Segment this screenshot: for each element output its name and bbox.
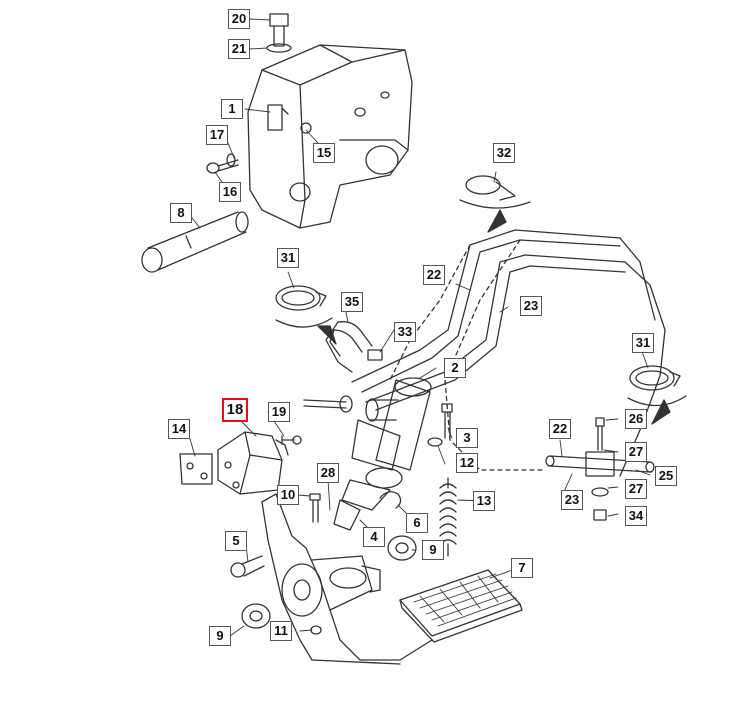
callout-13[interactable]: 13: [473, 491, 495, 511]
callout-6[interactable]: 6: [406, 513, 428, 533]
callout-21[interactable]: 21: [228, 39, 250, 59]
callout-8[interactable]: 8: [170, 203, 192, 223]
bolt-5-drawing: [230, 555, 265, 578]
callout-26[interactable]: 26: [625, 409, 647, 429]
bracket-14-drawing: [179, 453, 213, 485]
spring-13-drawing: [439, 477, 457, 557]
callout-27-lower[interactable]: 27: [625, 479, 647, 499]
callout-34[interactable]: 34: [625, 506, 647, 526]
callout-10[interactable]: 10: [277, 485, 299, 505]
pedal-arm-drawing: [261, 493, 433, 665]
shaft-8-drawing: [141, 211, 249, 273]
clip-6-drawing: [379, 491, 402, 509]
callout-17[interactable]: 17: [206, 125, 228, 145]
screw-19-drawing: [281, 435, 302, 445]
nut-11-drawing: [310, 625, 322, 635]
leader-lines: [189, 18, 651, 637]
callout-22-upper[interactable]: 22: [423, 265, 445, 285]
callout-11[interactable]: 11: [270, 621, 292, 641]
callout-22-lower[interactable]: 22: [549, 419, 571, 439]
callout-19[interactable]: 19: [268, 402, 290, 422]
callout-23-upper[interactable]: 23: [520, 296, 542, 316]
callout-18-highlighted[interactable]: 18: [222, 398, 248, 422]
callout-2[interactable]: 2: [444, 358, 466, 378]
callout-33[interactable]: 33: [394, 322, 416, 342]
master-cylinder-drawing: [303, 377, 432, 531]
callout-1[interactable]: 1: [221, 99, 243, 119]
pedal-pad-drawing: [399, 569, 523, 643]
pedal-bracket-drawing: [247, 44, 413, 229]
bolt-20-drawing: [266, 13, 292, 53]
callout-27-upper[interactable]: 27: [625, 442, 647, 462]
callout-15[interactable]: 15: [313, 143, 335, 163]
callout-31-right[interactable]: 31: [632, 333, 654, 353]
callout-3[interactable]: 3: [456, 428, 478, 448]
callout-7[interactable]: 7: [511, 558, 533, 578]
pipes-drawing: [351, 229, 666, 477]
hose-clamp-32-drawing: [459, 175, 531, 233]
callout-14[interactable]: 14: [168, 419, 190, 439]
bolt-10-drawing: [309, 493, 321, 523]
hose-clamp-31-right-drawing: [627, 365, 687, 425]
callout-31-left[interactable]: 31: [277, 248, 299, 268]
bushing-9-upper-drawing: [387, 535, 417, 561]
callout-35[interactable]: 35: [341, 292, 363, 312]
switch-18-drawing: [217, 431, 289, 495]
callout-28[interactable]: 28: [317, 463, 339, 483]
callout-9-lower[interactable]: 9: [209, 626, 231, 646]
callout-12[interactable]: 12: [456, 453, 478, 473]
callout-32[interactable]: 32: [493, 143, 515, 163]
callout-23-lower[interactable]: 23: [561, 490, 583, 510]
callout-9-upper[interactable]: 9: [422, 540, 444, 560]
bolt-3-drawing: [427, 403, 453, 447]
callout-16[interactable]: 16: [219, 182, 241, 202]
hose-35-drawing: [325, 321, 383, 373]
hose-clamp-31-left-drawing: [275, 285, 337, 345]
callout-5[interactable]: 5: [225, 531, 247, 551]
callout-20[interactable]: 20: [228, 9, 250, 29]
bushing-9-lower-drawing: [241, 603, 271, 629]
callout-4[interactable]: 4: [363, 527, 385, 547]
callout-25[interactable]: 25: [655, 466, 677, 486]
